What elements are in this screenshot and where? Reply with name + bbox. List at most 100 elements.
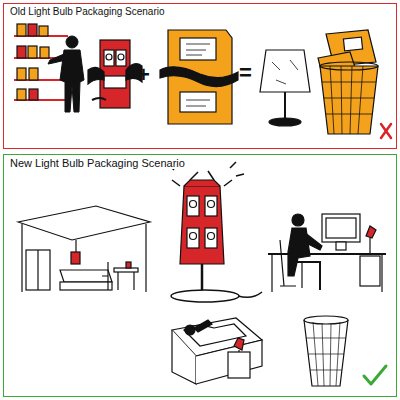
bedroom [18, 206, 150, 292]
desk-worker-part [280, 240, 302, 288]
trash-can-full-part [320, 66, 378, 134]
box-lamp [168, 162, 262, 302]
bed-reader-part [185, 325, 195, 335]
store-shelf-part [17, 89, 26, 100]
red-bulb-box [88, 40, 142, 108]
bed-reader-part [228, 352, 250, 378]
red-bulb-box-part [106, 54, 112, 60]
shopper [48, 36, 84, 112]
store-shelf-part [28, 24, 37, 36]
box-lamp-part [180, 186, 224, 264]
desk-worker-part [292, 214, 304, 226]
bedroom-part [145, 224, 146, 292]
bedroom-part [18, 206, 150, 240]
trash-can-full-part [343, 37, 362, 51]
trash-can-full [318, 30, 378, 134]
bedroom-part [114, 268, 138, 272]
trash-can-empty [304, 316, 348, 386]
big-orange-box-part [180, 38, 216, 60]
store-shelf-part [29, 68, 38, 80]
shopper-part [48, 54, 66, 64]
old-scenario-panel: Old Light Bulb Packaging Scenario [3, 3, 397, 149]
new-scenario-panel: New Light Bulb Packaging Scenario [3, 154, 397, 397]
lamp [260, 50, 310, 126]
bed-reader-part [238, 350, 239, 352]
desk-worker-part [296, 262, 320, 290]
store-shelf [14, 24, 68, 100]
desk-worker-part [336, 242, 346, 250]
store-shelf-part [29, 89, 38, 100]
green-check-part [364, 366, 386, 384]
desk-worker-part [326, 218, 356, 238]
big-orange-box-part [186, 44, 210, 55]
desk-worker-part [268, 253, 386, 255]
red-cross [381, 124, 391, 138]
big-orange-box-part [160, 67, 238, 87]
box-lamp-part [205, 228, 217, 248]
store-shelf-part [17, 68, 26, 80]
red-bulb-box-part [104, 76, 126, 88]
box-lamp-part [205, 196, 217, 216]
green-check [364, 366, 386, 384]
equals-sign: = [239, 62, 252, 84]
store-shelf-part [17, 24, 26, 36]
desk-worker-part [300, 232, 322, 250]
box-lamp-part [184, 180, 220, 186]
panel-heading: Old Light Bulb Packaging Scenario [8, 6, 167, 17]
box-lamp-part [238, 292, 262, 297]
plus-sign: + [137, 64, 150, 86]
box-lamp-part [190, 201, 197, 208]
trash-can-full-part [320, 62, 378, 70]
red-bulb-box-part [118, 54, 124, 60]
bedroom-part [26, 250, 50, 290]
panel-heading: New Light Bulb Packaging Scenario [8, 157, 187, 169]
red-bulb-box-part [92, 98, 106, 100]
store-shelf-part [39, 26, 48, 36]
bed-reader-part [234, 338, 244, 350]
red-bulb-box-part [88, 67, 104, 84]
trash-can-empty-part [306, 322, 346, 386]
bedroom-part [60, 282, 112, 290]
trash-can-empty-part [304, 320, 348, 386]
bedroom-part [102, 262, 108, 290]
bedroom-part [126, 262, 131, 268]
desk-worker-part [366, 226, 376, 238]
store-shelf-part [40, 47, 49, 58]
desk-worker-part [322, 214, 360, 242]
box-lamp-part [172, 171, 232, 186]
desk-worker-part [381, 254, 382, 292]
bed-reader [172, 318, 262, 384]
lamp-part [269, 118, 301, 126]
red-bulb-box-part [116, 50, 126, 66]
lamp-part [260, 50, 310, 92]
bedroom-part [75, 240, 76, 252]
lamp-part [272, 60, 298, 84]
red-cross-part [381, 124, 391, 138]
red-cross-part [381, 124, 391, 138]
desk-worker-part [271, 254, 272, 292]
big-orange-box-part [180, 92, 216, 112]
trash-can-empty-part [304, 316, 348, 324]
box-lamp-part [208, 233, 215, 240]
box-lamp-part [187, 228, 199, 248]
box-lamp-part [171, 290, 239, 302]
bed-reader-part [194, 320, 212, 332]
bedroom-part [117, 272, 118, 290]
bedroom-part [37, 250, 38, 290]
red-bulb-box-part [104, 50, 114, 66]
box-lamp-part [208, 201, 215, 208]
shopper-part [66, 36, 78, 48]
desk-worker-part [360, 256, 380, 286]
big-orange-box-part [186, 100, 210, 106]
store-shelf-part [17, 46, 26, 58]
bedroom-part [21, 224, 22, 292]
box-lamp-part [201, 264, 204, 292]
trash-can-full-part [322, 66, 376, 134]
desk-worker-part [369, 238, 370, 254]
box-lamp-part [190, 233, 197, 240]
bedroom-part [71, 252, 80, 264]
desk-worker [268, 214, 386, 292]
bedroom-part [133, 272, 134, 290]
